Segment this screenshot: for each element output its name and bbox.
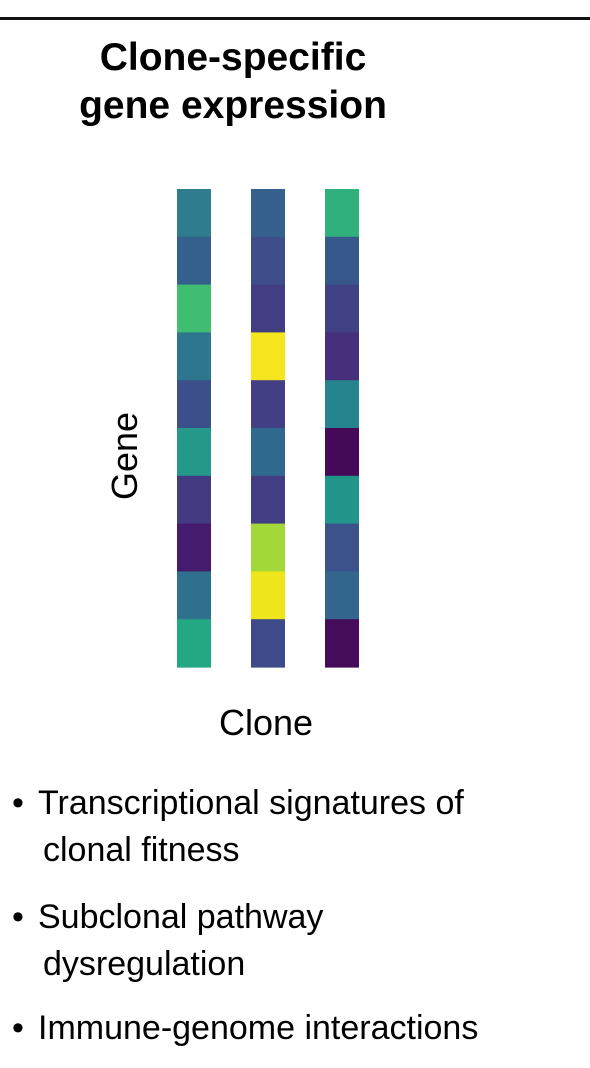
bullet-marker: • [12, 1009, 24, 1047]
panel-title: Clone-specific gene expression [0, 34, 466, 130]
heatmap-cell [251, 380, 285, 429]
heatmap-cell [177, 428, 211, 477]
heatmap-cell [251, 236, 285, 286]
heatmap-cell [325, 332, 359, 381]
bullet-text-line: Subclonal pathway [38, 898, 324, 936]
bullet-text-line: dysregulation [43, 945, 246, 983]
heatmap-cell [325, 428, 359, 477]
bullet-marker: • [12, 898, 24, 936]
clone-column-2 [251, 189, 285, 668]
heatmap-cell [325, 284, 359, 333]
clone-column-3 [325, 189, 359, 668]
heatmap-cell [251, 428, 285, 477]
title-line-1: Clone-specific [99, 36, 367, 79]
bullet-text-line: clonal fitness [43, 831, 240, 869]
y-axis-label: Gene [104, 411, 145, 501]
heatmap-cell [251, 284, 285, 333]
bullet-text-line: Transcriptional signatures of [38, 784, 464, 822]
heatmap-cell [177, 619, 211, 668]
heatmap-cell [177, 332, 211, 381]
heatmap-cell [325, 571, 359, 620]
heatmap-cell [177, 236, 211, 286]
top-divider-line [0, 17, 590, 20]
heatmap-cell [177, 189, 211, 238]
bullet-text-line: Immune-genome interactions [38, 1009, 479, 1047]
heatmap-cell [177, 284, 211, 333]
heatmap-cell [251, 523, 285, 572]
heatmap-cell [325, 189, 359, 238]
heatmap-cell [325, 475, 359, 525]
heatmap-cell [325, 236, 359, 286]
heatmap-cell [251, 189, 285, 238]
x-axis-label: Clone [218, 702, 314, 743]
heatmap-cell [177, 523, 211, 572]
heatmap-cell [177, 571, 211, 620]
heatmap-cell [325, 523, 359, 572]
title-line-2: gene expression [79, 84, 387, 127]
heatmap-cell [251, 571, 285, 620]
heatmap-cell [251, 475, 285, 525]
heatmap-cell [325, 619, 359, 668]
bullet-marker: • [12, 784, 24, 822]
heatmap-cell [251, 619, 285, 668]
heatmap-cell [177, 380, 211, 429]
clone-column-1 [177, 189, 211, 668]
heatmap-cell [325, 380, 359, 429]
heatmap-cell [251, 332, 285, 381]
heatmap-cell [177, 475, 211, 525]
